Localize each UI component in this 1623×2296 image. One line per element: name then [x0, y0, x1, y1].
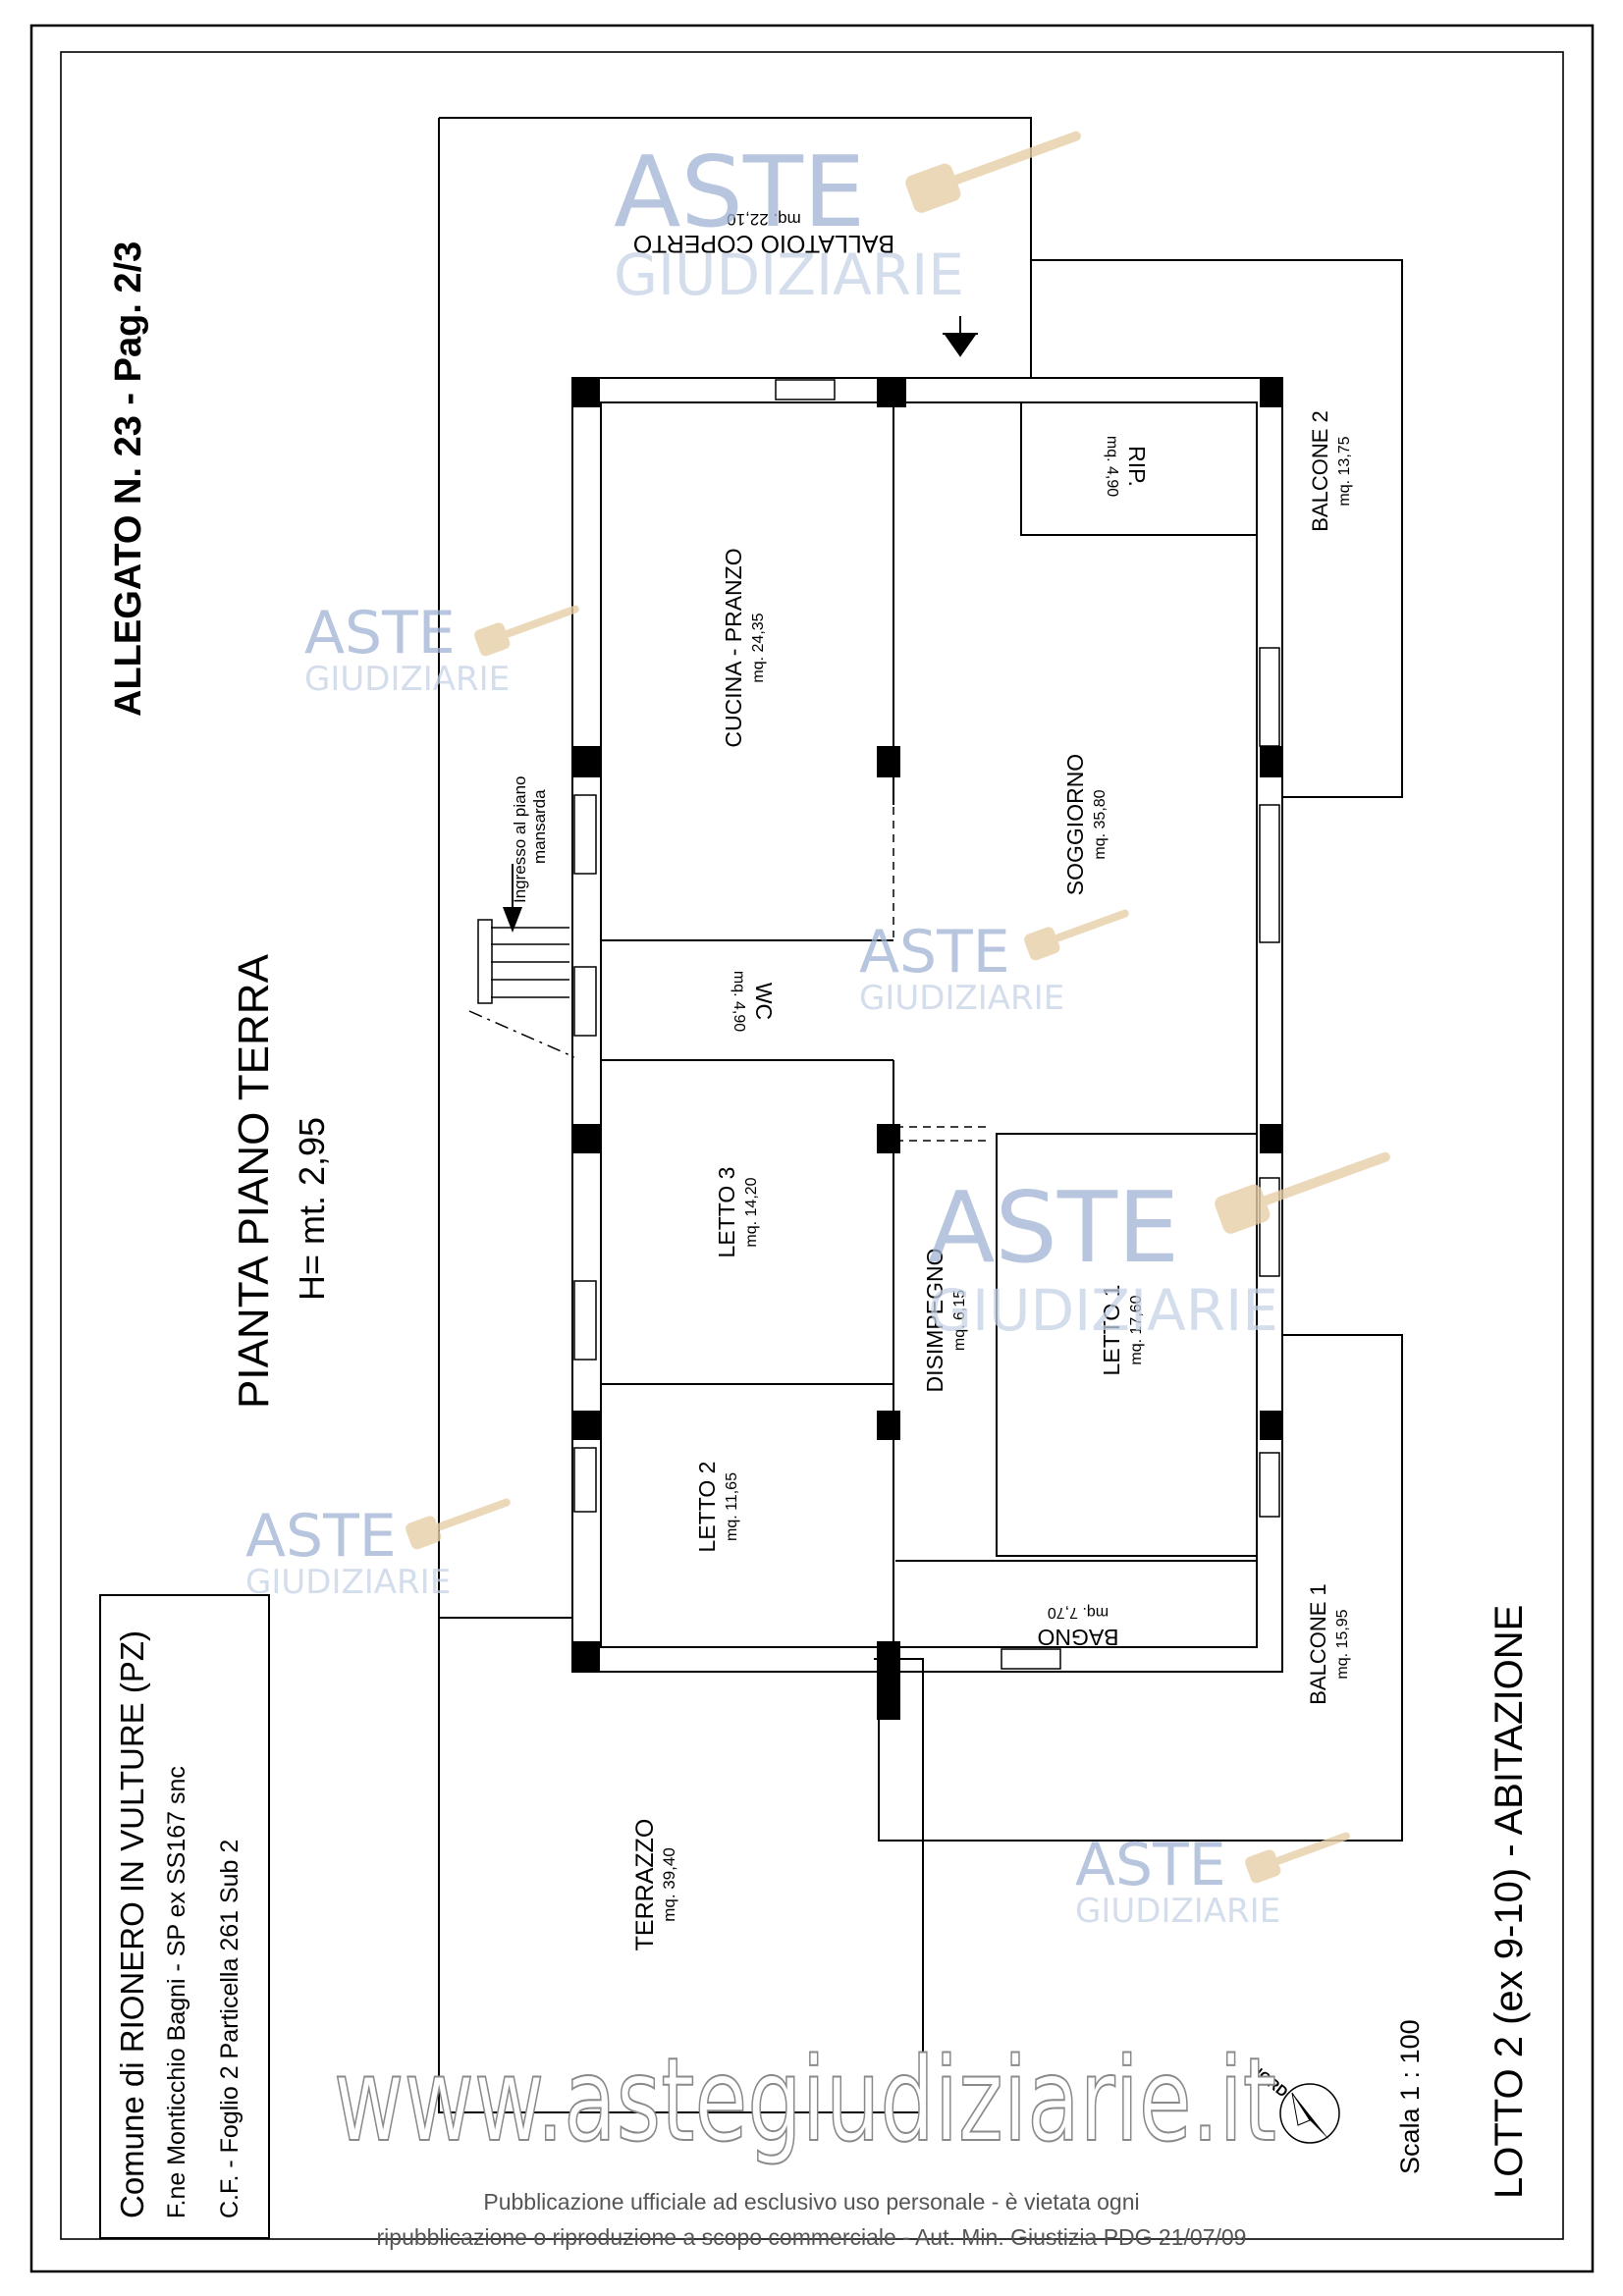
room-labels: BALLATOIO COPERTO mq. 22,10 CUCINA - PRA…	[631, 210, 1353, 1950]
scale-label: Scala 1 : 100	[1395, 2019, 1425, 2174]
watermark-logos: ASTE GIUDIZIARIE ASTE GIUDIZIARIE ASTE G…	[245, 134, 1280, 1931]
info-line-3: C.F. - Foglio 2 Particella 261 Sub 2	[216, 1840, 243, 2218]
watermark-logo-4: ASTE GIUDIZIARIE	[928, 1170, 1278, 1344]
room-letto3-area: mq. 14,20	[743, 1177, 760, 1247]
gavel-icon	[1024, 909, 1129, 961]
gavel-icon	[406, 1498, 511, 1550]
entrance-note-line2: mansarda	[530, 789, 549, 864]
watermark-aste-6: ASTE	[1075, 1831, 1226, 1899]
room-ballatoio-area: mq. 22,10	[727, 210, 801, 229]
room-letto1-area: mq. 17,60	[1128, 1295, 1145, 1364]
building-walls	[571, 377, 1283, 1673]
watermark-aste-4: ASTE	[928, 1170, 1179, 1285]
room-letto1-name: LETTO 1	[1099, 1285, 1124, 1376]
room-balcone2-area: mq. 13,75	[1336, 436, 1353, 506]
room-soggiorno-name: SOGGIORNO	[1062, 754, 1088, 895]
room-wc-area: mq. 4,90	[730, 971, 747, 1032]
room-letto2: LETTO 2 mq. 11,65	[694, 1462, 740, 1553]
room-letto3: LETTO 3 mq. 14,20	[714, 1167, 760, 1258]
room-balcone1: BALCONE 1 mq. 15,95	[1306, 1583, 1351, 1705]
plan-height: H= mt. 2,95	[292, 1117, 332, 1301]
info-line-2: F.ne Monticchio Bagni - SP ex SS167 snc	[163, 1766, 190, 2218]
entrance-stairs	[468, 919, 575, 1058]
room-balcone2-name: BALCONE 2	[1308, 410, 1332, 532]
info-box	[99, 1594, 270, 2239]
room-wc: WC mq. 4,90	[730, 971, 777, 1032]
room-bagno: BAGNO mq. 7,70	[1037, 1604, 1118, 1650]
room-disimpegno: DISIMPEGNO mq. 6,15	[922, 1249, 968, 1393]
entrance-note-line1: Ingresso al piano	[511, 776, 529, 903]
watermark-aste-1: ASTE	[614, 134, 865, 249]
gavel-icon	[474, 605, 579, 657]
watermark-url: www.astegiudiziarie.it	[334, 2032, 1276, 2167]
gavel-icon	[1245, 1832, 1350, 1884]
room-balcone2: BALCONE 2 mq. 13,75	[1308, 410, 1353, 532]
room-letto1: LETTO 1 mq. 17,60	[1099, 1285, 1145, 1376]
gavel-icons	[406, 131, 1390, 1884]
room-letto2-area: mq. 11,65	[724, 1472, 740, 1541]
watermark-giudiziarie-3: GIUDIZIARIE	[859, 979, 1064, 1018]
room-ballatoio: BALLATOIO COPERTO mq. 22,10	[633, 210, 894, 257]
footer-line-2: ripubblicazione o riproduzione a scopo c…	[376, 2224, 1247, 2250]
room-cucina-name: CUCINA - PRANZO	[721, 548, 746, 747]
north-arrow-icon	[1279, 2083, 1340, 2144]
room-balcone1-area: mq. 15,95	[1334, 1609, 1351, 1679]
footer-line-1: Pubblicazione ufficiale ad esclusivo uso…	[483, 2189, 1140, 2215]
watermark-logo-1: ASTE GIUDIZIARIE	[614, 134, 964, 308]
pillars	[572, 378, 1283, 1720]
info-box-text: Comune di RIONERO IN VULTURE (PZ) F.ne M…	[114, 1630, 243, 2218]
gavel-icon	[905, 131, 1081, 213]
room-rip-name: RIP.	[1124, 446, 1150, 487]
watermark-giudiziarie-1: GIUDIZIARIE	[614, 241, 964, 308]
room-letto2-name: LETTO 2	[694, 1462, 720, 1553]
watermark-logo-2: ASTE GIUDIZIARIE	[304, 599, 510, 699]
watermark-aste-5: ASTE	[245, 1502, 397, 1571]
room-balcone1-name: BALCONE 1	[1306, 1583, 1330, 1705]
dashed-openings	[893, 807, 987, 1142]
inner-border	[60, 51, 1564, 2240]
room-rip-area: mq. 4,90	[1104, 436, 1120, 497]
allegato-heading: ALLEGATO N. 23 - Pag. 2/3	[108, 241, 149, 717]
watermark-giudiziarie-5: GIUDIZIARIE	[245, 1563, 451, 1602]
room-soggiorno: SOGGIORNO mq. 35,80	[1062, 754, 1109, 895]
room-terrazzo-name: TERRAZZO	[631, 1819, 659, 1951]
watermark-logo-5: ASTE GIUDIZIARIE	[245, 1502, 451, 1602]
watermark-giudiziarie-6: GIUDIZIARIE	[1075, 1892, 1280, 1931]
room-terrazzo: TERRAZZO mq. 39,40	[631, 1819, 678, 1951]
watermark-giudiziarie-2: GIUDIZIARIE	[304, 660, 510, 699]
room-letto3-name: LETTO 3	[714, 1167, 739, 1258]
gavel-icon	[1215, 1151, 1390, 1234]
room-terrazzo-area: mq. 39,40	[660, 1847, 678, 1922]
watermark-logo-6: ASTE GIUDIZIARIE	[1075, 1831, 1280, 1931]
room-wc-name: WC	[751, 983, 777, 1020]
info-line-1: Comune di RIONERO IN VULTURE (PZ)	[114, 1630, 150, 2218]
lotto-heading: LOTTO 2 (ex 9-10) - ABITAZIONE	[1488, 1605, 1531, 2199]
room-rip: RIP. mq. 4,90	[1104, 436, 1150, 497]
watermark-aste-3: ASTE	[859, 918, 1010, 987]
room-bagno-name: BAGNO	[1037, 1625, 1118, 1650]
room-disimpegno-name: DISIMPEGNO	[922, 1249, 947, 1393]
room-soggiorno-area: mq. 35,80	[1092, 789, 1109, 859]
room-cucina-area: mq. 24,35	[750, 613, 767, 682]
room-disimpegno-area: mq. 6,15	[951, 1290, 968, 1351]
windows	[573, 379, 1280, 1670]
room-ballatoio-name: BALLATOIO COPERTO	[633, 230, 894, 257]
watermark-giudiziarie-4: GIUDIZIARIE	[928, 1277, 1278, 1344]
plan-title: PIANTA PIANO TERRA	[230, 953, 278, 1409]
entry-marker-icon	[943, 316, 978, 357]
entrance-arrow-icon	[503, 907, 522, 933]
watermark-logo-3: ASTE GIUDIZIARIE	[859, 918, 1064, 1018]
room-bagno-area: mq. 7,70	[1048, 1604, 1109, 1621]
page-border	[29, 24, 1595, 2273]
room-cucina: CUCINA - PRANZO mq. 24,35	[721, 548, 767, 747]
watermark-aste-2: ASTE	[304, 599, 456, 667]
